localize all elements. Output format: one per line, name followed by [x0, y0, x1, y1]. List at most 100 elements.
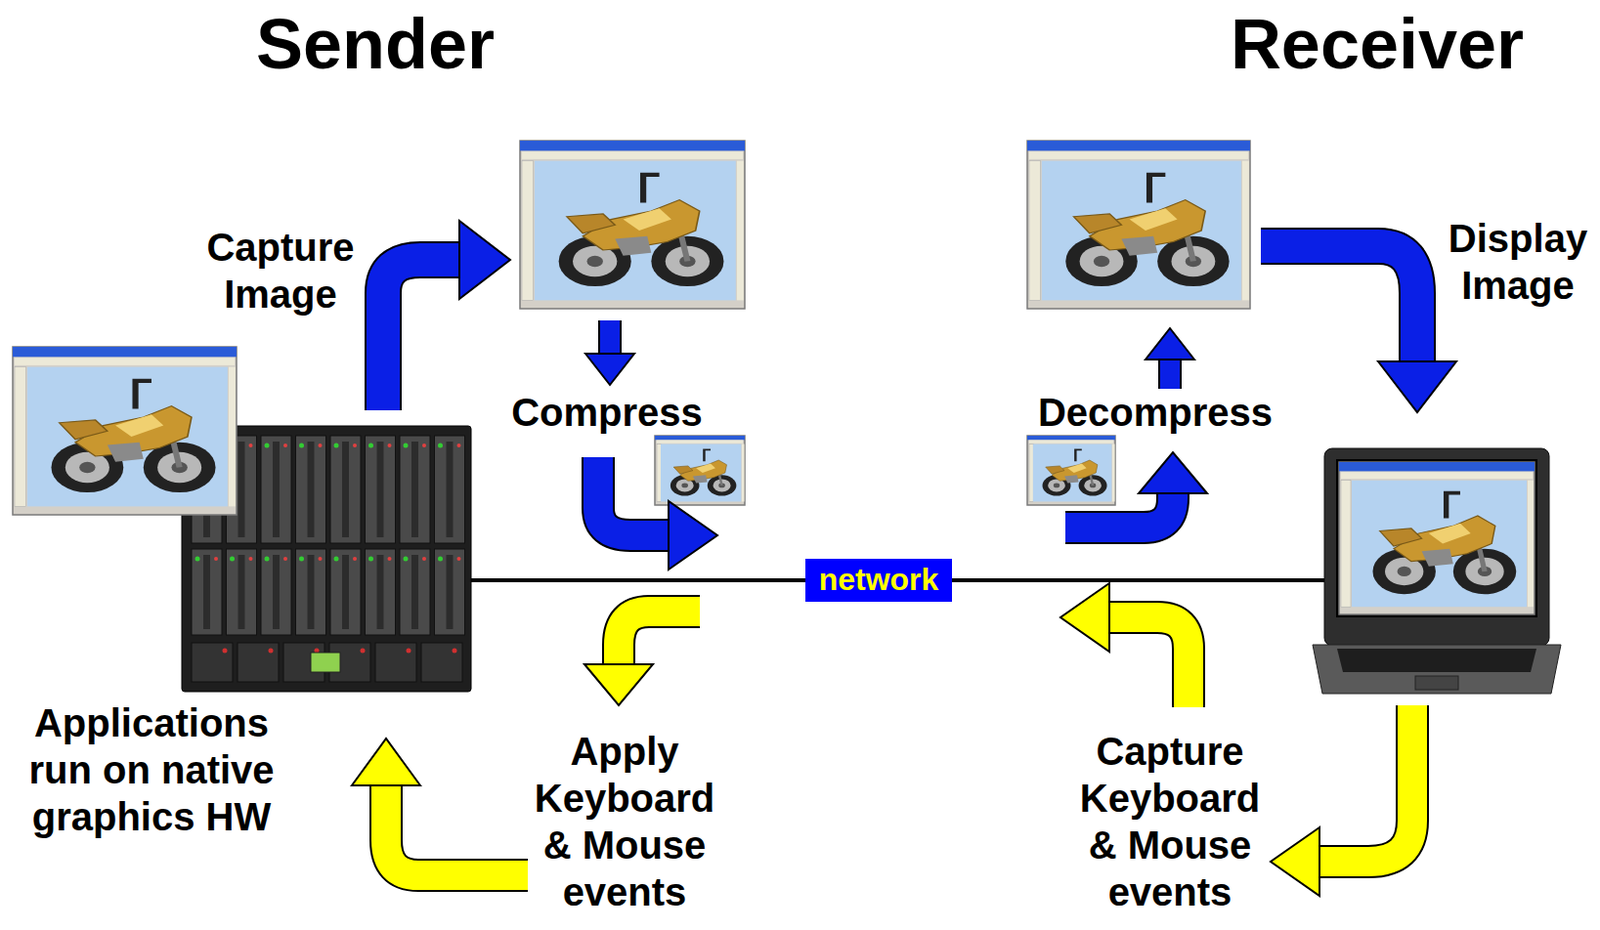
- wheel-hub: [681, 483, 689, 489]
- side-panel: [228, 367, 236, 508]
- status-light: [437, 557, 443, 563]
- flow-arrow: [351, 738, 528, 876]
- step-label: Display Image: [1444, 215, 1592, 309]
- tool-bar: [1340, 480, 1351, 607]
- status-light: [368, 557, 374, 563]
- step-label: Compress: [479, 389, 735, 436]
- status-light: [249, 557, 254, 562]
- arrow-outline: [383, 259, 462, 411]
- blade-handle: [411, 555, 419, 630]
- title-bar: [1027, 435, 1116, 440]
- status-light: [352, 443, 357, 448]
- server-caption: Applications run on native graphics HW: [24, 699, 279, 841]
- tool-bar: [1029, 161, 1040, 302]
- menu-bar: [521, 151, 743, 160]
- status-light: [422, 557, 427, 562]
- wheel-rim: [1384, 558, 1424, 586]
- blade-handle: [377, 441, 385, 538]
- blade-handle: [307, 441, 315, 538]
- blade: [296, 549, 327, 636]
- engine: [1422, 549, 1454, 567]
- motorcycle: [670, 449, 737, 496]
- blade-handle: [238, 441, 246, 538]
- arrow-body: [1065, 491, 1173, 528]
- status-light: [437, 443, 443, 449]
- arrow-head: [584, 664, 653, 706]
- wheel-hub: [1093, 256, 1110, 267]
- tail: [1380, 528, 1423, 547]
- flow-arrow: [1060, 583, 1189, 708]
- tank: [115, 414, 164, 437]
- step-label: Capture Keyboard & Mouse events: [1072, 728, 1268, 916]
- screenshot: [12, 346, 237, 516]
- blade: [330, 549, 361, 636]
- tank: [623, 208, 672, 231]
- blade: [260, 435, 292, 544]
- status-light: [334, 557, 340, 563]
- status-light: [195, 557, 201, 563]
- canvas: [27, 367, 228, 508]
- laptop-lid: [1324, 448, 1550, 647]
- blade-handle: [446, 441, 454, 538]
- window-frame: [1027, 435, 1116, 506]
- flow-arrow: [1065, 452, 1208, 528]
- keyboard: [1337, 648, 1537, 673]
- motorcycle: [1065, 174, 1229, 287]
- bracket: [703, 449, 711, 462]
- menu-bar: [1340, 472, 1533, 479]
- engine: [614, 236, 651, 257]
- tool-bar: [14, 367, 26, 508]
- blade-handle: [307, 555, 315, 630]
- tank: [695, 464, 716, 474]
- tool-bar: [1029, 444, 1035, 503]
- status-light: [299, 443, 304, 449]
- arrow-body: [1160, 357, 1180, 390]
- arrow-head: [459, 220, 511, 300]
- motorcycle: [1372, 493, 1516, 596]
- arrow-outline: [1107, 617, 1189, 708]
- title-bar: [1027, 140, 1251, 151]
- blade-handle: [272, 555, 280, 630]
- wheel-hub: [1397, 566, 1412, 577]
- arrow-body: [1260, 246, 1418, 364]
- blade: [434, 435, 466, 544]
- side-panel: [736, 161, 744, 302]
- canvas: [1041, 161, 1242, 302]
- blade-handle: [272, 441, 280, 538]
- tail: [1045, 466, 1065, 475]
- wheel-hub: [1053, 483, 1060, 489]
- arrow-head: [1138, 452, 1208, 494]
- blade: [226, 549, 258, 636]
- status-light: [283, 443, 288, 448]
- power-light: [360, 648, 366, 654]
- engine: [692, 475, 708, 483]
- wheel-rim: [65, 452, 110, 483]
- arrow-body: [1317, 705, 1413, 863]
- arrow-body: [1107, 617, 1189, 708]
- engine: [1121, 236, 1158, 257]
- blade-handle: [342, 441, 349, 538]
- status-light: [457, 443, 462, 448]
- status-light: [403, 443, 409, 449]
- engine: [1064, 475, 1079, 483]
- status-light: [318, 557, 323, 562]
- status-light: [368, 443, 374, 449]
- screenshot: [1339, 462, 1535, 615]
- power-light: [452, 648, 458, 654]
- menu-bar: [656, 440, 743, 444]
- arrow-body: [618, 611, 700, 667]
- side-panel: [1527, 480, 1534, 607]
- arrow-head: [585, 353, 635, 386]
- tail: [1073, 214, 1122, 234]
- arrow-body: [598, 457, 671, 536]
- status-light: [214, 557, 218, 562]
- menu-bar: [1029, 440, 1114, 444]
- blade-handle: [377, 555, 385, 630]
- laptop: [1312, 448, 1561, 694]
- bracket: [1149, 174, 1166, 204]
- title-bar: [654, 435, 745, 440]
- blade: [399, 549, 431, 636]
- tail: [566, 214, 615, 234]
- wheel-rim: [572, 246, 617, 277]
